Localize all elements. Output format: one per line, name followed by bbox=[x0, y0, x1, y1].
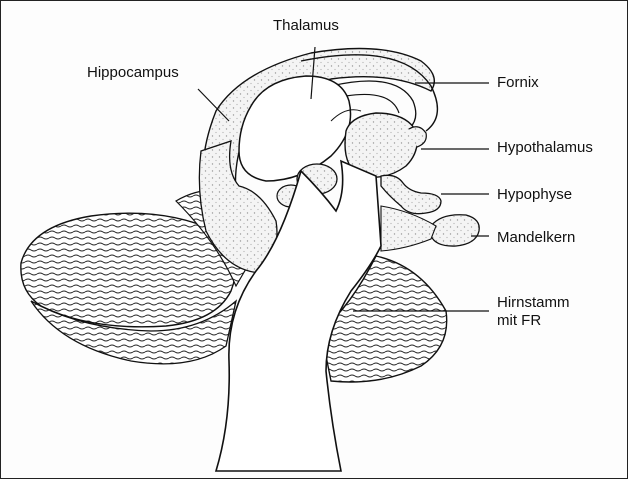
label-thalamus: Thalamus bbox=[273, 17, 339, 35]
label-hirnstamm-line1: Hirnstamm bbox=[497, 294, 607, 312]
label-mandelkern: Mandelkern bbox=[497, 229, 575, 247]
label-hippocampus: Hippocampus bbox=[87, 64, 179, 82]
label-hypothalamus: Hypothalamus bbox=[497, 139, 593, 157]
label-hypophyse: Hypophyse bbox=[497, 186, 572, 204]
mandelkern-shape bbox=[431, 215, 479, 246]
label-hirnstamm-line2: mit FR bbox=[497, 312, 607, 330]
label-fornix: Fornix bbox=[497, 74, 539, 92]
label-hirnstamm: Hirnstamm mit FR bbox=[497, 294, 607, 330]
